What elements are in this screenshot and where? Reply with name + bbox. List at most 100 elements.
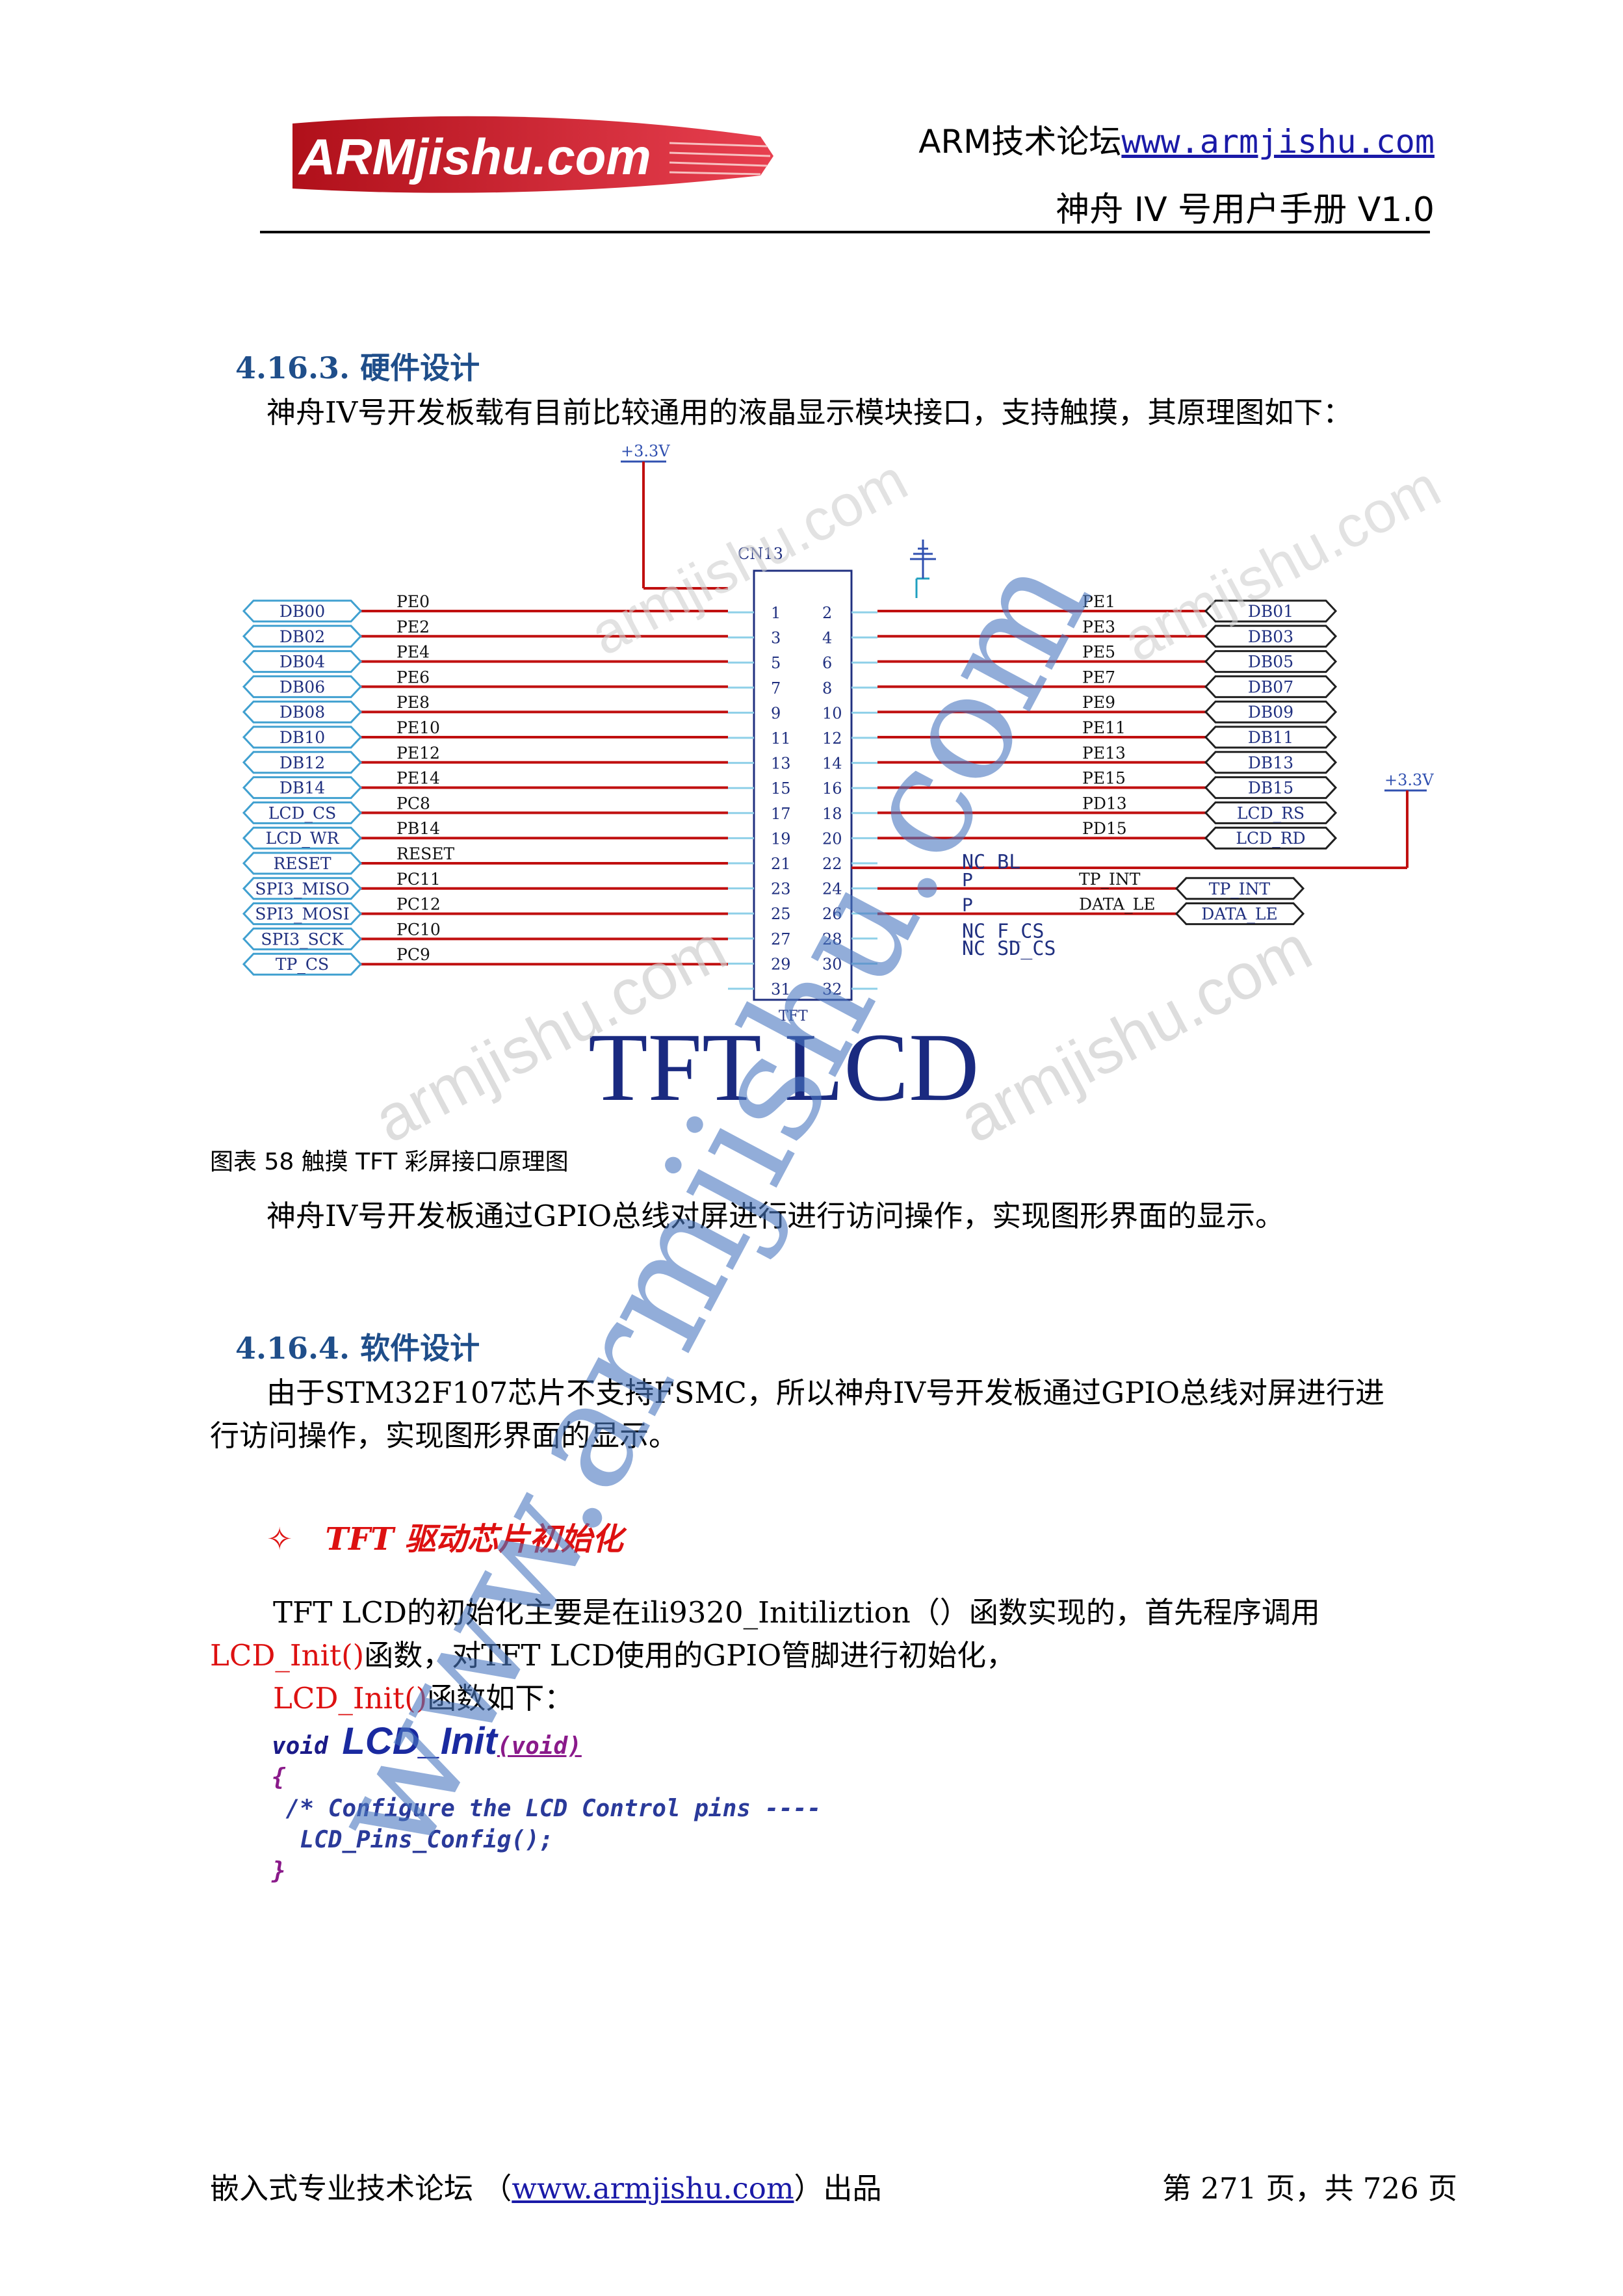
pin-number-2: 2 bbox=[822, 604, 832, 622]
pin-number-31: 31 bbox=[771, 980, 791, 998]
right-net-flag-0 bbox=[1204, 599, 1338, 623]
pin-number-20: 20 bbox=[822, 829, 842, 848]
tp-int-pin-label: TP_INT bbox=[1079, 870, 1141, 889]
left-net-flag-5 bbox=[242, 725, 363, 749]
manual-title: 神舟 IV 号用户手册 V1.0 bbox=[1056, 190, 1435, 229]
left-net-label-14: TP_CS bbox=[276, 955, 329, 974]
vcc-label-right: +3.3V bbox=[1384, 771, 1434, 789]
p2-label: P bbox=[962, 894, 973, 916]
footer-link[interactable]: www.armjishu.com bbox=[512, 2171, 794, 2206]
left-net-label-4: DB08 bbox=[279, 703, 325, 722]
tp-int-flag bbox=[1175, 877, 1305, 900]
pin-number-25: 25 bbox=[771, 905, 791, 923]
pin-number-32: 32 bbox=[822, 980, 842, 998]
pin-number-6: 6 bbox=[822, 654, 832, 672]
code-call: LCD_Pins_Config(); bbox=[272, 1827, 554, 1853]
left-pin-label-13: PC10 bbox=[396, 920, 441, 939]
right-net-label-8: LCD_RS bbox=[1237, 803, 1305, 822]
pin-number-19: 19 bbox=[771, 829, 791, 848]
right-net-flag-2 bbox=[1204, 650, 1338, 673]
lcd-init-ref-2: LCD_Init() bbox=[273, 1681, 428, 1715]
left-pin-label-7: PE14 bbox=[396, 769, 440, 788]
pin-number-11: 11 bbox=[771, 729, 791, 748]
footer-suffix: ）出品 bbox=[794, 2171, 882, 2206]
left-net-label-8: LCD_CS bbox=[268, 803, 337, 822]
init-line1: TFT LCD的初始化主要是在ili9320_Initiliztion（）函数实… bbox=[273, 1595, 1320, 1630]
left-net-label-3: DB06 bbox=[279, 677, 325, 696]
pin-number-7: 7 bbox=[771, 679, 781, 698]
right-pin-label-2: PE5 bbox=[1082, 643, 1115, 662]
forum-link[interactable]: www.armjishu.com bbox=[1121, 123, 1435, 161]
right-net-flag-3 bbox=[1204, 675, 1338, 698]
software-para-line2: 行访问操作，实现图形界面的显示。 bbox=[210, 1418, 679, 1453]
page-number: 第 271 页，共 726 页 bbox=[1162, 2171, 1457, 2206]
pin-number-13: 13 bbox=[771, 755, 791, 773]
left-net-flag-14 bbox=[242, 952, 363, 976]
left-net-flag-11 bbox=[242, 877, 363, 900]
right-pin-label-3: PE7 bbox=[1082, 668, 1115, 686]
left-net-flag-4 bbox=[242, 700, 363, 724]
left-net-flag-0 bbox=[242, 599, 363, 623]
code-open-brace: { bbox=[272, 1764, 286, 1791]
pin-number-17: 17 bbox=[771, 805, 791, 823]
nc-sdcs-label: NC SD_CS bbox=[962, 937, 1056, 960]
pin-number-28: 28 bbox=[822, 930, 842, 948]
tft-lcd-schematic: +3.3V CN13 TFT +3.3V TFT LCD 13579111315… bbox=[242, 442, 1434, 1121]
pin-number-10: 10 bbox=[822, 704, 842, 722]
left-net-flag-6 bbox=[242, 751, 363, 774]
left-net-label-1: DB02 bbox=[279, 627, 325, 646]
left-net-label-0: DB00 bbox=[279, 602, 325, 621]
pin-number-3: 3 bbox=[771, 629, 781, 647]
pin-number-4: 4 bbox=[822, 629, 832, 647]
left-net-label-2: DB04 bbox=[279, 653, 325, 672]
code-args: (void) bbox=[497, 1733, 582, 1760]
pin-number-18: 18 bbox=[822, 805, 842, 823]
left-pin-label-11: PC11 bbox=[396, 870, 441, 889]
left-net-flag-3 bbox=[242, 675, 363, 698]
data-le-net-label: DATA_LE bbox=[1201, 905, 1277, 924]
right-net-label-3: DB07 bbox=[1248, 677, 1293, 696]
left-pin-label-6: PE12 bbox=[396, 744, 440, 763]
pin-number-16: 16 bbox=[822, 779, 842, 798]
nc-fcs-label: NC F_CS bbox=[962, 920, 1044, 943]
pin-number-9: 9 bbox=[771, 704, 781, 722]
pin-number-1: 1 bbox=[771, 604, 781, 622]
right-net-label-1: DB03 bbox=[1248, 627, 1293, 646]
left-net-label-10: RESET bbox=[273, 854, 331, 873]
diamond-icon: ✧ bbox=[266, 1521, 293, 1558]
pin-number-24: 24 bbox=[822, 880, 842, 898]
right-net-flag-5 bbox=[1204, 725, 1338, 749]
pin-number-15: 15 bbox=[771, 779, 791, 798]
right-net-label-9: LCD_RD bbox=[1236, 829, 1305, 848]
right-net-flag-8 bbox=[1204, 801, 1338, 824]
svg-text:ARMjishu.com: ARMjishu.com bbox=[298, 128, 651, 185]
left-pin-label-2: PE4 bbox=[396, 643, 430, 662]
hardware-note: 神舟IV号开发板通过GPIO总线对屏进行进行访问操作，实现图形界面的显示。 bbox=[266, 1199, 1285, 1233]
left-net-label-13: SPI3_SCK bbox=[261, 930, 344, 948]
pin-number-29: 29 bbox=[771, 955, 791, 973]
code-snippet: void LCD_Init(void) { /* Configure the L… bbox=[272, 1723, 821, 1887]
right-pin-label-8: PD13 bbox=[1082, 794, 1127, 813]
left-net-flag-13 bbox=[242, 927, 363, 950]
right-net-flag-4 bbox=[1204, 700, 1338, 724]
left-net-label-9: LCD_WR bbox=[266, 829, 340, 848]
right-net-flag-1 bbox=[1204, 625, 1338, 648]
hardware-heading: 4.16.3. 硬件设计 bbox=[235, 350, 480, 385]
pin-number-30: 30 bbox=[822, 955, 842, 973]
left-net-flag-7 bbox=[242, 776, 363, 800]
left-pin-label-4: PE8 bbox=[396, 693, 430, 712]
right-pin-label-6: PE13 bbox=[1082, 744, 1126, 763]
left-net-flag-12 bbox=[242, 902, 363, 926]
forum-label: ARM技术论坛 bbox=[918, 123, 1122, 161]
left-net-label-6: DB12 bbox=[279, 753, 325, 772]
connector-name: CN13 bbox=[738, 545, 783, 563]
code-close-brace: } bbox=[272, 1858, 286, 1885]
hardware-intro: 神舟IV号开发板载有目前比较通用的液晶显示模块接口，支持触摸，其原理图如下： bbox=[266, 395, 1353, 430]
data-le-flag bbox=[1175, 902, 1305, 926]
left-net-label-11: SPI3_MISO bbox=[255, 880, 349, 898]
right-net-label-7: DB15 bbox=[1248, 779, 1293, 798]
left-pin-label-10: RESET bbox=[396, 844, 454, 863]
left-net-label-7: DB14 bbox=[279, 779, 325, 798]
init-line2-text: 函数，对TFT LCD使用的GPIO管脚进行初始化， bbox=[364, 1638, 1016, 1673]
left-pin-label-8: PC8 bbox=[396, 794, 430, 813]
